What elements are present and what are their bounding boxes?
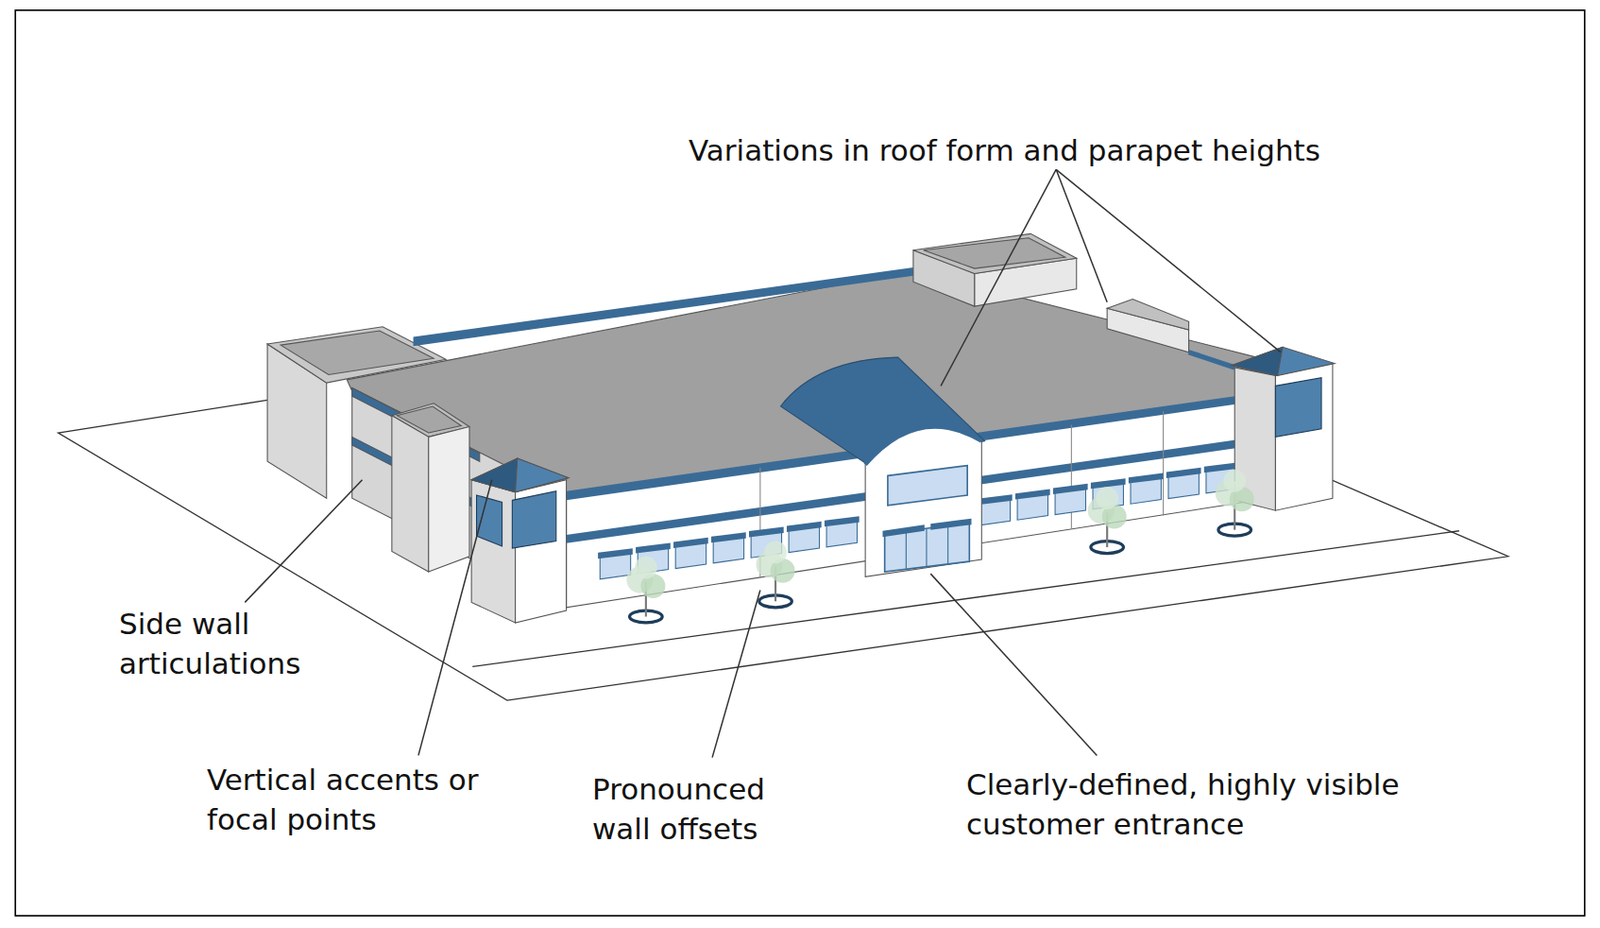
entrance [780, 357, 985, 577]
left-tower [471, 458, 569, 623]
tree-leaves [764, 541, 787, 564]
back-right-block [913, 233, 1077, 307]
trees [626, 469, 1254, 623]
awning [977, 493, 1013, 505]
entrance-callout: Clearly-defined, highly visible customer… [966, 764, 1505, 844]
awning [824, 515, 860, 527]
awning [711, 531, 747, 543]
frame [15, 10, 1585, 916]
side-wall-callout: Side wall articulations [119, 603, 356, 683]
awning [1128, 473, 1164, 484]
vertical-accent-callout: Vertical accents or focal points [206, 759, 491, 839]
awning [786, 521, 822, 532]
back-parapet [413, 267, 914, 346]
roof-callout: Variations in roof form and parapet heig… [688, 130, 1321, 171]
right-tower [1231, 346, 1335, 511]
left-offset-block [391, 403, 470, 572]
small-parapet [1106, 299, 1235, 368]
awning [748, 527, 784, 538]
awning [635, 543, 671, 554]
leader-lines [244, 169, 1281, 757]
wall-offset-callout: Pronounced wall offsets [592, 768, 796, 849]
tree-leaves [1223, 469, 1246, 493]
awning [1015, 489, 1051, 500]
awning [597, 547, 633, 559]
awning [1053, 483, 1089, 494]
awning [673, 537, 709, 548]
awning [1166, 467, 1202, 478]
tree-leaves [634, 556, 658, 579]
tree-leaves [1095, 486, 1119, 510]
